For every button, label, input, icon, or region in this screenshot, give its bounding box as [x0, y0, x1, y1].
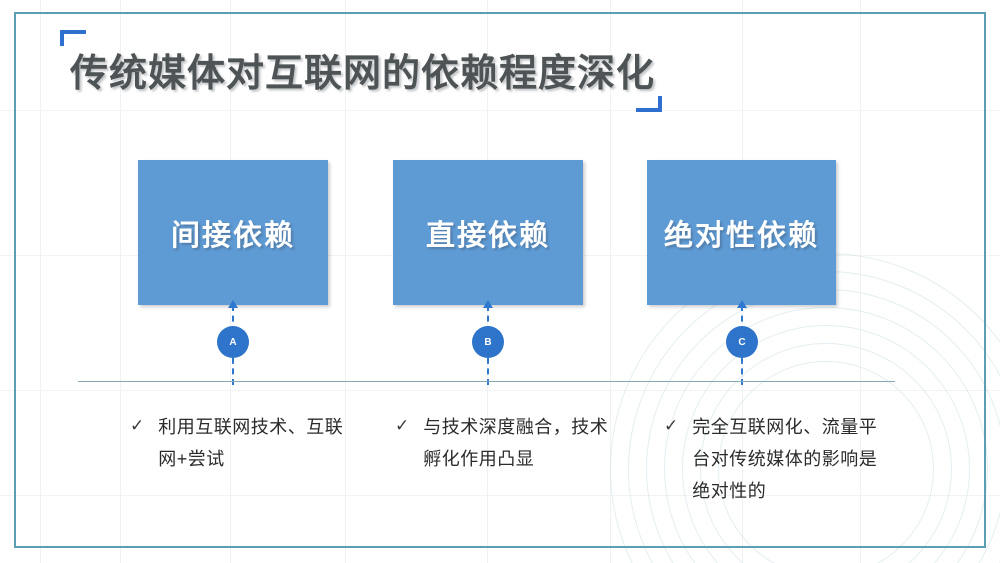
- concept-box-absolute[interactable]: 绝对性依赖: [647, 160, 836, 305]
- step-badge-letter: C: [738, 336, 746, 348]
- bullet-item-absolute: ✓ 完全互联网化、流量平台对传统媒体的影响是绝对性的: [664, 411, 879, 507]
- concept-box-indirect[interactable]: 间接依赖: [138, 160, 328, 305]
- check-icon: ✓: [130, 416, 145, 435]
- page-title: 传统媒体对互联网的依赖程度深化: [70, 53, 656, 95]
- corner-bracket-bottom-right-icon: [636, 96, 662, 112]
- grid-vline: [40, 0, 41, 563]
- step-badge-letter: A: [229, 336, 237, 348]
- check-icon: ✓: [395, 416, 410, 435]
- bullet-text: 利用互联网技术、互联网+尝试: [158, 417, 344, 469]
- horizontal-divider: [78, 381, 895, 382]
- step-badge-c[interactable]: C: [726, 326, 758, 358]
- check-icon: ✓: [664, 416, 679, 435]
- bullet-item-direct: ✓ 与技术深度融合，技术孵化作用凸显: [395, 411, 610, 475]
- concept-box-direct[interactable]: 直接依赖: [393, 160, 583, 305]
- grid-hline: [0, 390, 1000, 391]
- connector-arrowhead-icon: [483, 300, 493, 308]
- corner-bracket-top-left-icon: [60, 30, 86, 46]
- concept-box-label: 间接依赖: [170, 219, 295, 252]
- connector-arrowhead-icon: [228, 300, 238, 308]
- bullet-text: 完全互联网化、流量平台对传统媒体的影响是绝对性的: [692, 417, 878, 501]
- connector-arrowhead-icon: [737, 300, 747, 308]
- step-badge-a[interactable]: A: [217, 326, 249, 358]
- concept-box-label: 直接依赖: [425, 219, 550, 252]
- step-badge-letter: B: [484, 336, 492, 348]
- bullet-text: 与技术深度融合，技术孵化作用凸显: [423, 417, 609, 469]
- grid-hline: [0, 110, 1000, 111]
- title-block: 传统媒体对互联网的依赖程度深化: [60, 30, 680, 112]
- step-badge-b[interactable]: B: [472, 326, 504, 358]
- bullet-item-indirect: ✓ 利用互联网技术、互联网+尝试: [130, 411, 345, 475]
- concept-box-label: 绝对性依赖: [663, 219, 819, 252]
